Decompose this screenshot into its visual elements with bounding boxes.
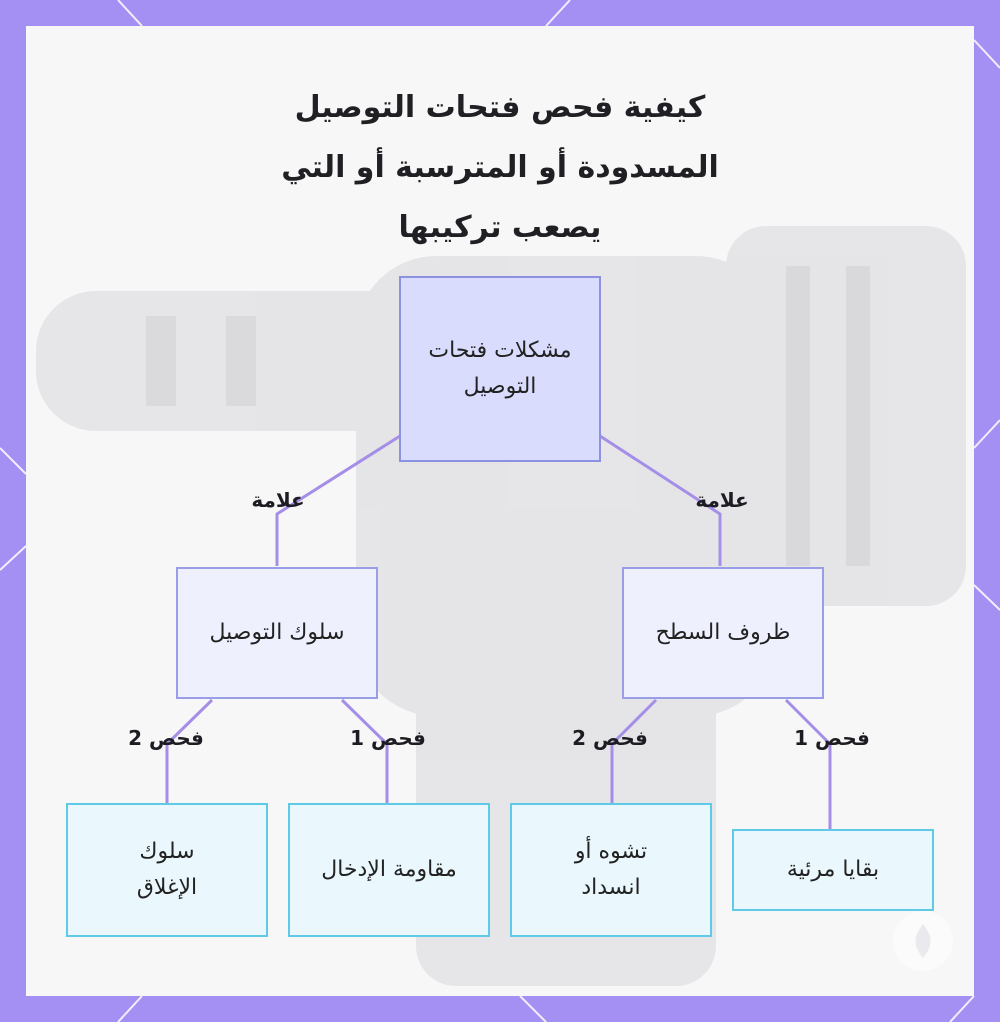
- connector-root-to-surface: [599, 434, 722, 566]
- node-locking-behavior: سلوك الإغلاق: [66, 803, 268, 937]
- connector-surface-to-deformation: [610, 698, 658, 803]
- edge-label-check2-right: فحص 2: [572, 726, 648, 750]
- diagram-card: كيفية فحص فتحات التوصيل المسدودة أو المت…: [26, 26, 974, 996]
- edge-label-sign-right: علامة: [695, 488, 749, 512]
- node-connection-behavior: سلوك التوصيل: [176, 567, 378, 699]
- title-line-1: كيفية فحص فتحات التوصيل: [294, 90, 706, 125]
- connector-behavior-to-resistance: [340, 698, 389, 803]
- node-visible-residue: بقايا مرئية: [732, 829, 934, 911]
- title-line-2: المسدودة أو المترسبة أو التي: [281, 150, 719, 185]
- edge-label-check1-right: فحص 1: [794, 726, 870, 750]
- diagram-title: كيفية فحص فتحات التوصيل المسدودة أو المت…: [26, 78, 974, 258]
- connector-behavior-to-locking: [165, 698, 214, 803]
- node-insertion-resistance: مقاومة الإدخال: [288, 803, 490, 937]
- node-connector-issues: مشكلات فتحات التوصيل: [399, 276, 601, 462]
- connector-root-to-behavior: [275, 434, 401, 566]
- node-deformation-or-blockage: تشوه أو انسداد: [510, 803, 712, 937]
- watermark-logo-icon: [893, 911, 953, 971]
- title-line-3: يصعب تركيبها: [398, 210, 602, 245]
- edge-label-check2-left: فحص 2: [128, 726, 204, 750]
- connector-lines: [165, 434, 832, 829]
- edge-label-sign-left: علامة: [251, 488, 305, 512]
- edge-label-check1-left: فحص 1: [350, 726, 426, 750]
- node-surface-conditions: ظروف السطح: [622, 567, 824, 699]
- connector-surface-to-residue: [784, 698, 832, 829]
